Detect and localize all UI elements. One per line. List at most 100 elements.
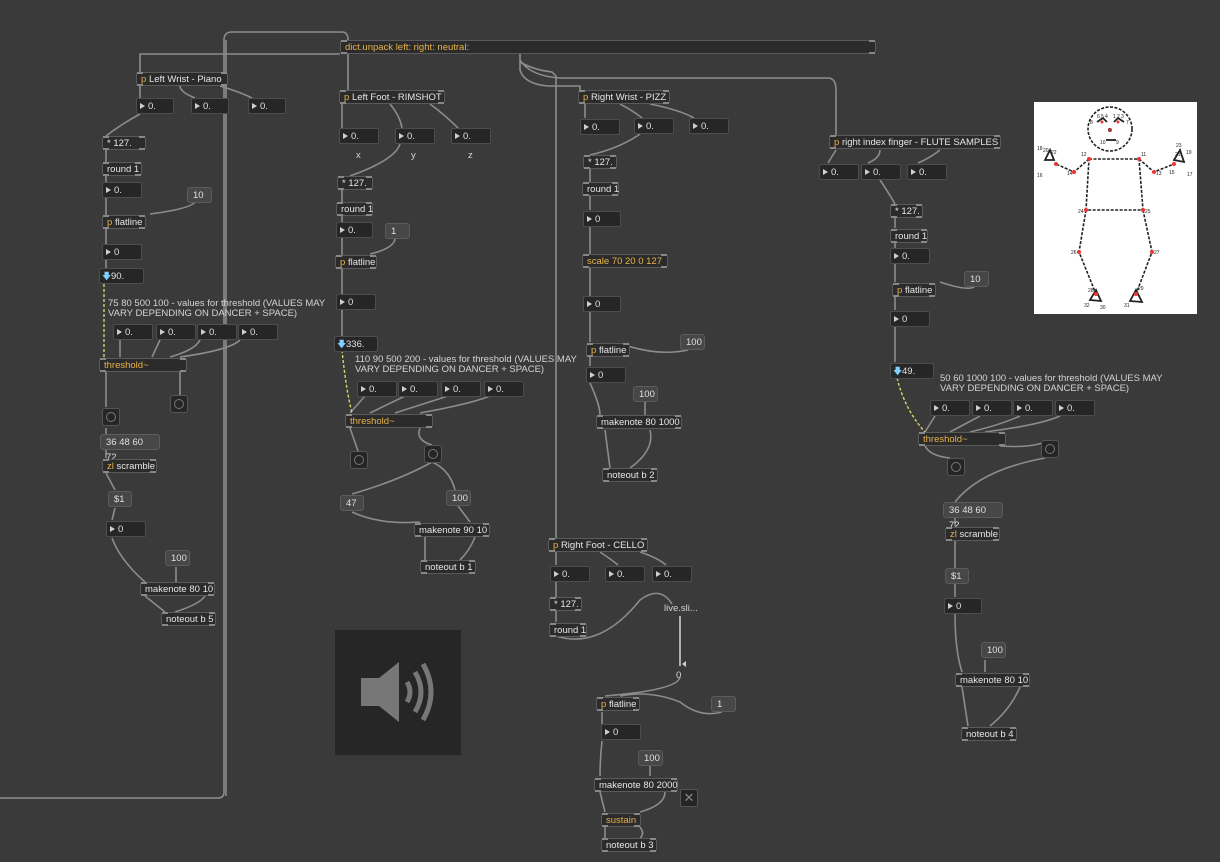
- subpatch-right-index-flute[interactable]: p right index finger - FLUTE SAMPLES: [829, 135, 1001, 149]
- left-wrist-threshold-number-1[interactable]: 0.: [113, 324, 153, 340]
- subpatch-left-foot-rimshot[interactable]: p Left Foot - RIMSHOT: [339, 90, 445, 104]
- left-foot-x-number[interactable]: 0.: [339, 128, 379, 144]
- right-foot-x-number[interactable]: 0.: [550, 566, 590, 582]
- left-foot-round-number[interactable]: 0.: [336, 222, 373, 238]
- right-foot-z-number[interactable]: 0.: [652, 566, 692, 582]
- left-foot-control-number[interactable]: 336.: [334, 336, 378, 352]
- left-wrist-threshold[interactable]: threshold~: [99, 358, 187, 372]
- left-wrist-bang-1[interactable]: [102, 408, 120, 426]
- right-index-threshold[interactable]: threshold~: [918, 432, 1006, 446]
- right-foot-round[interactable]: round 1: [549, 623, 587, 637]
- right-wrist-noteout[interactable]: noteout b 2: [602, 468, 658, 482]
- right-wrist-flatline-message[interactable]: 100: [680, 334, 705, 350]
- right-index-threshold-number-4[interactable]: 0.: [1055, 400, 1095, 416]
- subpatch-left-wrist-piano[interactable]: p Left Wrist - Piano: [136, 72, 228, 86]
- right-foot-multiply[interactable]: * 127.: [549, 597, 582, 611]
- right-index-flatline-message[interactable]: 10: [964, 271, 989, 287]
- right-index-y-number[interactable]: 0.: [861, 164, 901, 180]
- right-index-z-number[interactable]: 0.: [907, 164, 947, 180]
- left-wrist-dollar-message[interactable]: $1: [108, 491, 132, 507]
- left-foot-threshold-number-3[interactable]: 0.: [441, 381, 481, 397]
- left-wrist-x-number[interactable]: 0.: [136, 98, 174, 114]
- left-wrist-flatline-number[interactable]: 0: [102, 244, 142, 260]
- left-foot-threshold-number-2[interactable]: 0.: [398, 381, 438, 397]
- right-foot-toggle[interactable]: ✕: [680, 789, 698, 807]
- left-foot-y-number[interactable]: 0.: [395, 128, 435, 144]
- right-index-zl-scramble[interactable]: zl scramble: [945, 527, 1000, 541]
- right-wrist-z-number[interactable]: 0.: [689, 118, 729, 134]
- right-foot-flatline[interactable]: p flatline: [596, 697, 640, 711]
- left-foot-threshold[interactable]: threshold~: [345, 414, 433, 428]
- left-foot-flatline-message[interactable]: 1: [385, 223, 410, 239]
- left-foot-bang-2[interactable]: [424, 445, 442, 463]
- right-wrist-y-number[interactable]: 0.: [634, 118, 674, 134]
- right-wrist-round[interactable]: round 1: [582, 182, 619, 196]
- left-foot-bang-1[interactable]: [350, 451, 368, 469]
- right-index-output-number[interactable]: 0: [944, 598, 982, 614]
- right-wrist-scale-number[interactable]: 0: [583, 296, 621, 312]
- right-index-round-number[interactable]: 0.: [890, 248, 930, 264]
- subpatch-right-foot-cello[interactable]: p Right Foot - CELLO: [548, 538, 648, 552]
- left-wrist-y-number[interactable]: 0.: [191, 98, 229, 114]
- left-foot-pitch-message[interactable]: 47: [340, 495, 364, 511]
- left-foot-noteout[interactable]: noteout b 1: [420, 560, 476, 574]
- left-wrist-velocity-message[interactable]: 100: [165, 550, 190, 566]
- subpatch-right-wrist-pizz[interactable]: p Right Wrist - PIZZ: [578, 90, 670, 104]
- right-wrist-round-number[interactable]: 0: [583, 211, 621, 227]
- right-index-dollar-message[interactable]: $1: [945, 568, 969, 584]
- right-wrist-multiply[interactable]: * 127.: [583, 155, 617, 169]
- right-index-velocity-message[interactable]: 100: [981, 642, 1006, 658]
- right-index-notes-message[interactable]: 36 48 60 72: [943, 502, 1003, 531]
- left-wrist-notes-message[interactable]: 36 48 60 72: [100, 434, 160, 463]
- left-wrist-bang-2[interactable]: [170, 395, 188, 413]
- left-wrist-flatline[interactable]: p flatline: [102, 215, 146, 229]
- right-wrist-makenote[interactable]: makenote 80 1000: [596, 415, 682, 429]
- right-foot-live-slider[interactable]: [676, 616, 686, 672]
- left-wrist-threshold-number-2[interactable]: 0.: [156, 324, 196, 340]
- left-wrist-threshold-number-4[interactable]: 0.: [238, 324, 278, 340]
- left-foot-multiply[interactable]: * 127.: [337, 176, 373, 190]
- right-foot-makenote[interactable]: makenote 80 2000: [594, 778, 678, 792]
- left-wrist-round[interactable]: round 1: [102, 162, 142, 176]
- left-wrist-noteout[interactable]: noteout b 5: [161, 612, 216, 626]
- right-foot-noteout[interactable]: noteout b 3: [601, 838, 657, 852]
- right-foot-flatline-message[interactable]: 1: [711, 696, 736, 712]
- left-foot-z-number[interactable]: 0.: [451, 128, 491, 144]
- left-wrist-z-number[interactable]: 0.: [248, 98, 286, 114]
- right-index-x-number[interactable]: 0.: [819, 164, 859, 180]
- right-foot-flatline-number[interactable]: 0: [601, 724, 641, 740]
- left-wrist-threshold-number-3[interactable]: 0.: [197, 324, 237, 340]
- left-foot-round[interactable]: round 1: [336, 202, 373, 216]
- right-index-round[interactable]: round 1: [890, 229, 928, 243]
- left-foot-threshold-number-1[interactable]: 0.: [357, 381, 397, 397]
- right-wrist-flatline[interactable]: p flatline: [586, 343, 630, 357]
- right-index-bang-2[interactable]: [1041, 440, 1059, 458]
- left-wrist-makenote[interactable]: makenote 80 10: [140, 582, 215, 596]
- left-wrist-flatline-message[interactable]: 10: [187, 187, 212, 203]
- left-wrist-output-number[interactable]: 0: [106, 521, 146, 537]
- ezdac-audio-toggle[interactable]: [335, 630, 461, 755]
- right-wrist-velocity-message[interactable]: 100: [633, 386, 658, 402]
- right-index-bang-1[interactable]: [947, 458, 965, 476]
- right-index-threshold-number-1[interactable]: 0.: [930, 400, 970, 416]
- right-index-noteout[interactable]: noteout b 4: [961, 727, 1017, 741]
- right-index-multiply[interactable]: * 127.: [890, 204, 923, 218]
- left-wrist-zl-scramble[interactable]: zl scramble: [102, 459, 157, 473]
- left-wrist-control-number[interactable]: 90.: [99, 268, 144, 284]
- right-foot-velocity-message[interactable]: 100: [638, 750, 663, 766]
- left-foot-flatline[interactable]: p flatline: [335, 255, 377, 269]
- left-foot-velocity-message[interactable]: 100: [446, 490, 471, 506]
- right-wrist-flatline-number[interactable]: 0: [586, 367, 626, 383]
- right-wrist-x-number[interactable]: 0.: [580, 119, 620, 135]
- left-wrist-round-number[interactable]: 0.: [102, 182, 142, 198]
- right-index-flatline-number[interactable]: 0: [890, 311, 930, 327]
- dict-unpack-object[interactable]: dict.unpack left: right: neutral:: [340, 40, 876, 54]
- right-foot-y-number[interactable]: 0.: [605, 566, 645, 582]
- left-foot-makenote[interactable]: makenote 90 10: [414, 523, 490, 537]
- right-index-makenote[interactable]: makenote 80 10: [955, 673, 1030, 687]
- right-index-threshold-number-3[interactable]: 0.: [1013, 400, 1053, 416]
- right-wrist-scale[interactable]: scale 70 20 0 127: [582, 254, 668, 268]
- left-foot-flatline-number[interactable]: 0: [336, 294, 376, 310]
- right-index-threshold-number-2[interactable]: 0.: [972, 400, 1012, 416]
- right-index-flatline[interactable]: p flatline: [892, 283, 936, 297]
